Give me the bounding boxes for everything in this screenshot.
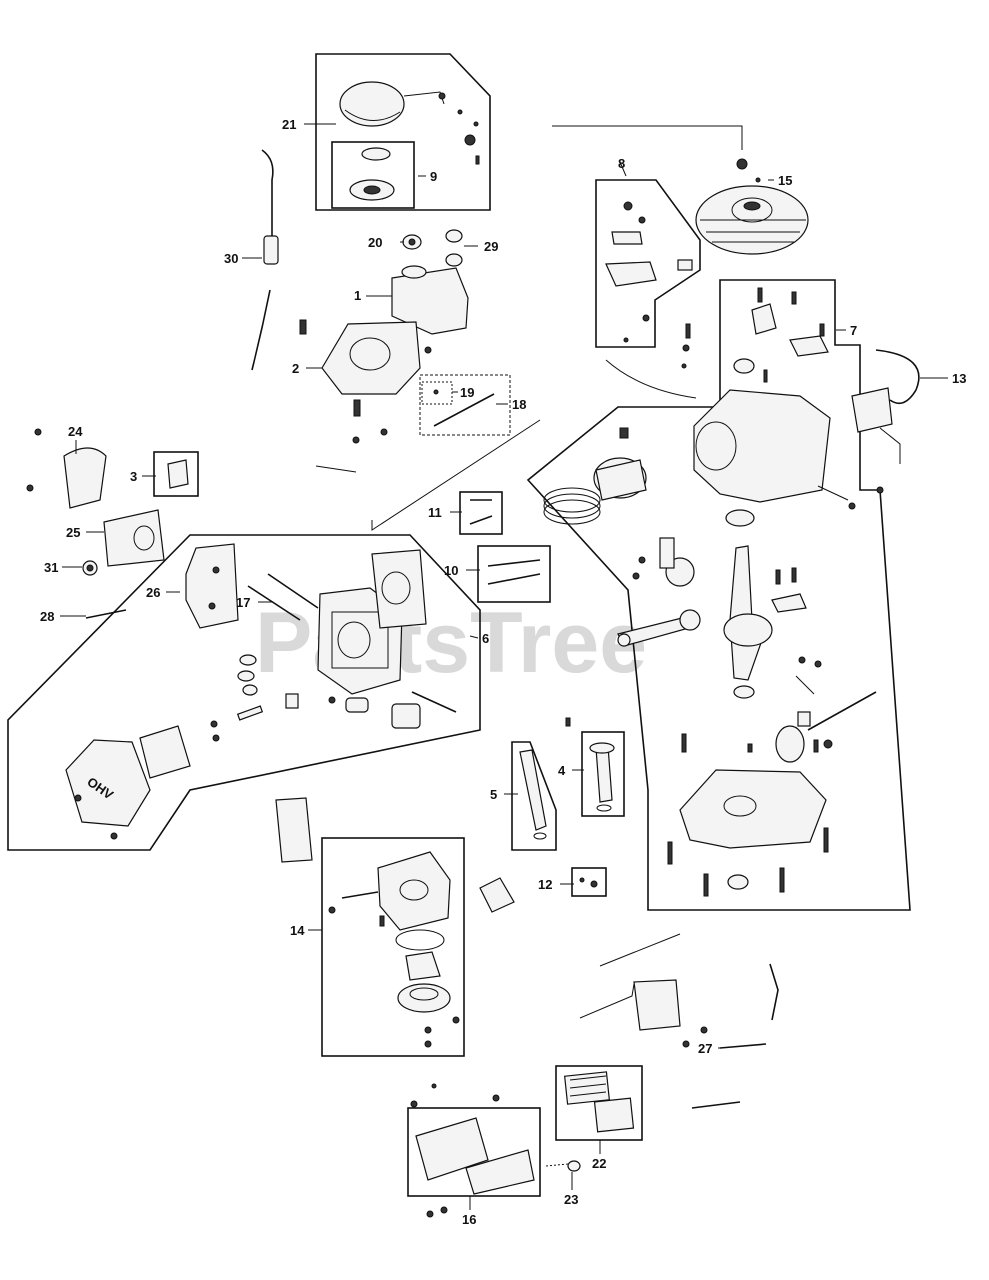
part-label-15: 15 (778, 173, 792, 188)
part-label-29: 29 (484, 239, 498, 254)
leader-lines (60, 123, 948, 1210)
connector-line (552, 125, 743, 150)
part-label-22: 22 (592, 1156, 606, 1171)
part-label-1: 1 (354, 288, 361, 303)
part-label-21: 21 (282, 117, 296, 132)
part-label-13: 13 (952, 371, 966, 386)
part-label-24: 24 (68, 424, 83, 439)
part-label-10: 10 (444, 563, 458, 578)
group-outline-governor (595, 179, 701, 348)
fasteners (299, 319, 691, 473)
group-outline-3 (153, 451, 199, 497)
group-outline-11 (459, 491, 503, 535)
part-label-14: 14 (290, 923, 305, 938)
cylinder-head-parts (185, 543, 457, 742)
blower-housing-parts (26, 428, 165, 619)
valve-cover: OHV (65, 725, 191, 840)
part-label-25: 25 (66, 525, 80, 540)
group-outline-muffler (407, 1107, 541, 1197)
part-label-7: 7 (850, 323, 857, 338)
part-label-3: 3 (130, 469, 137, 484)
part-label-8: 8 (618, 156, 625, 171)
part-label-11: 11 (428, 505, 442, 520)
group-outline-4 (581, 731, 625, 817)
group-outline-12 (571, 867, 607, 897)
part-label-28: 28 (40, 609, 54, 624)
clip-part (167, 459, 189, 489)
recoil-starter-housing (339, 81, 480, 165)
group-outline-18 (419, 374, 511, 436)
part-label-16: 16 (462, 1212, 476, 1227)
group-outline-5 (511, 741, 557, 851)
part-label-19: 19 (460, 385, 474, 400)
carburetor-bracket (275, 797, 313, 863)
connector-line-2 (371, 419, 541, 531)
governor-rod (433, 393, 495, 427)
part-label-12: 12 (538, 877, 552, 892)
small-hardware (469, 499, 615, 888)
watermark: PartsTree (255, 595, 647, 691)
fuel-tank (391, 265, 469, 335)
group-outline-19 (421, 381, 453, 405)
part-label-26: 26 (146, 585, 160, 600)
breather-tube (261, 149, 279, 265)
part-label-31: 31 (44, 560, 58, 575)
part-label-23: 23 (564, 1192, 578, 1207)
tank-mount-bracket (321, 321, 421, 395)
part-label-6: 6 (482, 631, 489, 646)
group-outline-air-filter (555, 1065, 643, 1141)
part-label-9: 9 (430, 169, 437, 184)
part-label-27: 27 (698, 1041, 712, 1056)
group-outline-starter-pulley (331, 141, 415, 209)
group-outline-short-block (526, 279, 911, 911)
muffler (410, 1083, 581, 1218)
fuel-cap (402, 229, 463, 267)
starter-pulley (349, 147, 395, 201)
throttle-linkage (579, 933, 779, 1109)
group-outline-cylinder-head (7, 534, 481, 851)
part-label-5: 5 (490, 787, 497, 802)
air-filter (563, 1071, 635, 1133)
short-block-parts (543, 287, 920, 897)
part-label-17: 17 (236, 595, 250, 610)
group-outline-carburetor (321, 837, 465, 1057)
part-label-18: 18 (512, 397, 526, 412)
governor-linkage (605, 201, 693, 343)
part-label-2: 2 (292, 361, 299, 376)
part-label-30: 30 (224, 251, 238, 266)
flywheel (695, 158, 809, 255)
part-label-20: 20 (368, 235, 382, 250)
carburetor-parts (328, 851, 515, 1048)
part-labels: 1 2 3 4 5 6 7 8 9 10 11 12 13 14 15 16 1… (40, 117, 966, 1227)
part-label-4: 4 (558, 763, 566, 778)
group-outline-recoil-starter (315, 53, 491, 211)
fuel-hose (251, 289, 271, 371)
group-outline-10 (477, 545, 551, 603)
